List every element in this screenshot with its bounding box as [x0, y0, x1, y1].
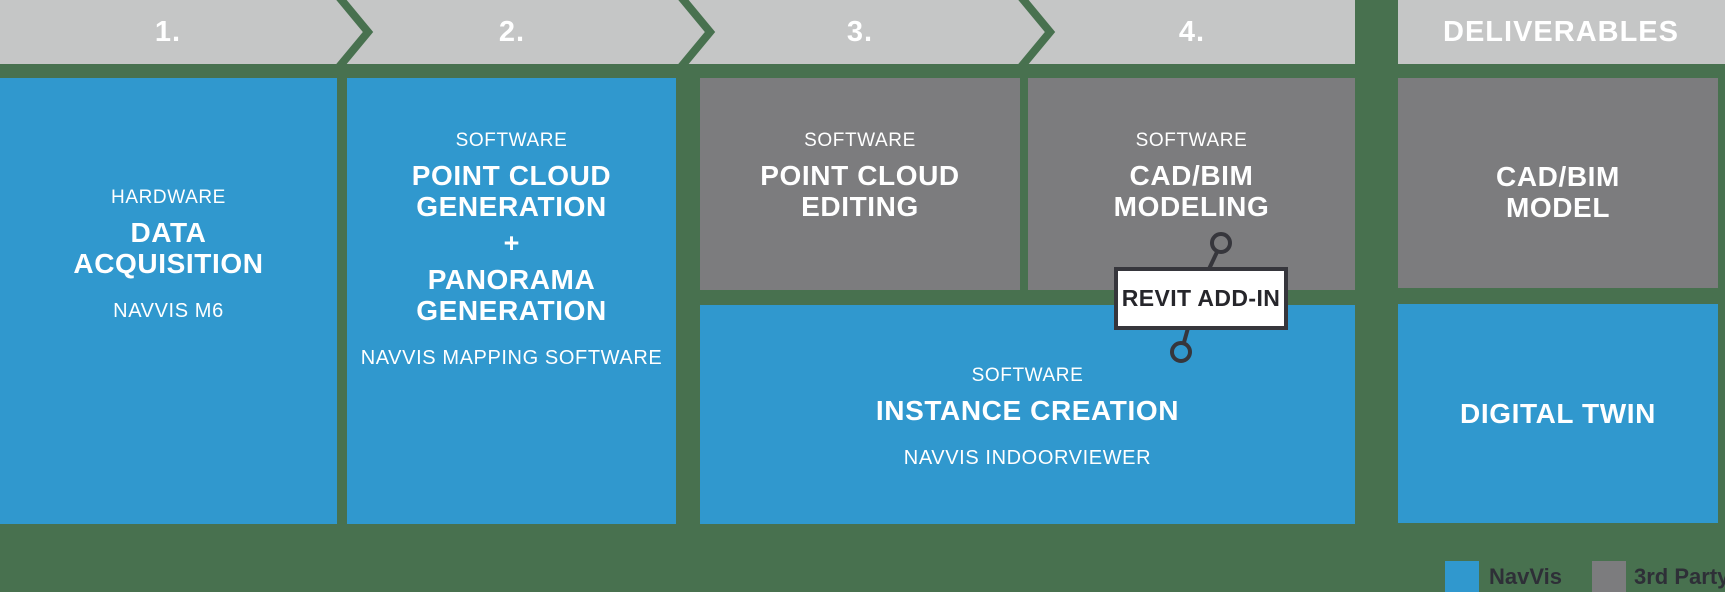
deliverables-header-band	[1398, 0, 1725, 64]
box-title-line: PANORAMA	[427, 263, 596, 295]
legend-label-3rd-party: 3rd Party	[1634, 564, 1725, 589]
box-title: POINT CLOUD EDITING	[760, 160, 959, 222]
chevron-separator-icon	[1018, 0, 1056, 64]
box-title: DIGITAL TWIN	[1460, 398, 1656, 429]
box-title-line: GENERATION	[416, 190, 607, 222]
box-title-line: EDITING	[801, 190, 919, 222]
step-2-label: 2.	[498, 16, 526, 48]
box-category: SOFTWARE	[1135, 129, 1248, 151]
box-instance-creation: SOFTWARE INSTANCE CREATION NAVVIS INDOOR…	[700, 305, 1355, 524]
box-title-line: DIGITAL TWIN	[1460, 398, 1656, 429]
connector-bottom-circle	[1170, 341, 1192, 363]
box-title-line: CAD/BIM	[1496, 161, 1620, 192]
box-category: HARDWARE	[111, 186, 226, 208]
box-title-line: CAD/BIM	[1129, 159, 1254, 191]
box-digital-twin: DIGITAL TWIN	[1398, 304, 1718, 523]
chevron-separator-icon	[678, 0, 716, 64]
box-cadbim-modeling: SOFTWARE CAD/BIM MODELING	[1028, 78, 1355, 290]
box-title-line: ACQUISITION	[73, 247, 264, 279]
box-title-line: MODELING	[1113, 190, 1270, 222]
box-title: INSTANCE CREATION	[876, 395, 1179, 426]
box-title-line: POINT CLOUD	[411, 159, 612, 191]
box-title-line: DATA	[130, 216, 207, 248]
connector-top-circle	[1210, 232, 1232, 254]
box-title-line: MODEL	[1505, 192, 1611, 223]
steps-header-band	[0, 0, 1355, 64]
box-title-line: INSTANCE CREATION	[875, 394, 1180, 426]
box-subtitle: NAVVIS MAPPING SOFTWARE	[360, 346, 663, 369]
plus-sign: +	[503, 227, 520, 258]
box-data-acquisition: HARDWARE DATA ACQUISITION NAVVIS M6	[0, 78, 337, 524]
legend-label-navvis: NavVis	[1489, 564, 1562, 589]
legend-swatch-3rd-party	[1592, 561, 1626, 592]
box-title: PANORAMA GENERATION	[416, 264, 607, 326]
box-category: SOFTWARE	[455, 129, 568, 151]
box-title: POINT CLOUD GENERATION	[412, 160, 611, 222]
box-title: CAD/BIM MODEL	[1496, 161, 1620, 223]
callout-connector	[1170, 232, 1232, 363]
chevron-separator-icon	[336, 0, 374, 64]
step-4-label: 4.	[1178, 16, 1206, 48]
box-title-line: POINT CLOUD	[760, 159, 960, 191]
box-category: SOFTWARE	[971, 364, 1084, 386]
box-subtitle: NAVVIS M6	[113, 299, 224, 322]
box-cadbim-model: CAD/BIM MODEL	[1398, 78, 1718, 288]
box-title: CAD/BIM MODELING	[1114, 160, 1270, 222]
box-title-line: GENERATION	[416, 294, 607, 326]
revit-addin-callout: REVIT ADD-IN	[1114, 267, 1288, 330]
box-title: DATA ACQUISITION	[73, 217, 263, 279]
step-3-label: 3.	[846, 16, 874, 48]
box-subtitle: NAVVIS INDOORVIEWER	[903, 446, 1152, 469]
box-pointcloud-panorama-generation: SOFTWARE POINT CLOUD GENERATION + PANORA…	[347, 78, 676, 524]
legend-swatch-navvis	[1445, 561, 1479, 592]
box-category: SOFTWARE	[804, 129, 916, 151]
step-1-label: 1.	[154, 16, 182, 48]
deliverables-label: DELIVERABLES	[1443, 16, 1679, 48]
box-pointcloud-editing: SOFTWARE POINT CLOUD EDITING	[700, 78, 1020, 290]
